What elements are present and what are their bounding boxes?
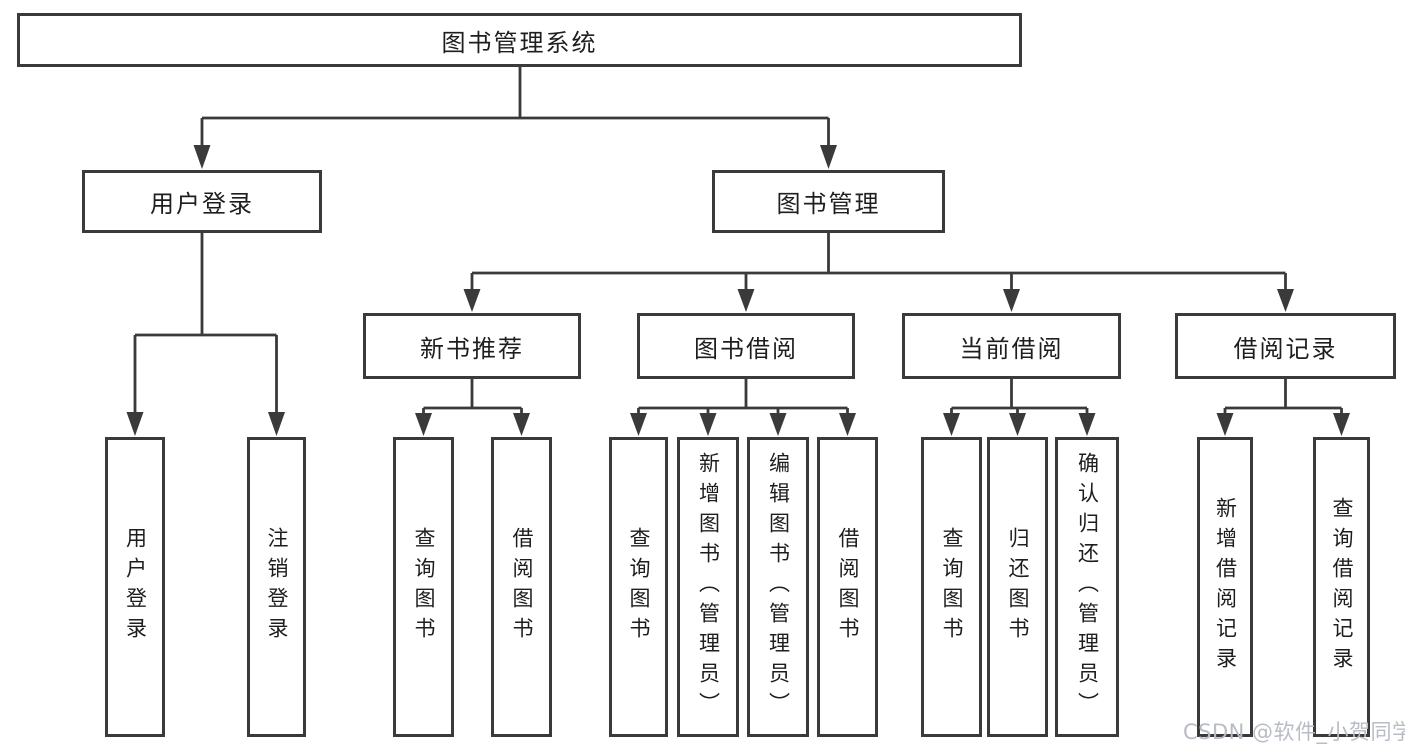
node-logout-label: 注销登录: [265, 527, 289, 647]
node-user-login: 用户登录: [82, 170, 322, 233]
node-library-system: 图书管理系统: [17, 13, 1022, 67]
node-new-book-recommend: 新书推荐: [363, 313, 581, 379]
node-cb-query-books-label: 查询图书: [940, 527, 964, 647]
node-borrowing-records-label: 借阅记录: [1233, 334, 1338, 363]
node-borrowing-records: 借阅记录: [1175, 313, 1396, 379]
csdn-watermark: CSDN @软件_小贺同学: [1183, 720, 1405, 744]
node-nb-query-books-label: 查询图书: [412, 527, 436, 647]
node-br-add-record: 新增借阅记录: [1197, 437, 1253, 737]
node-nb-borrow-books-label: 借阅图书: [510, 527, 534, 647]
node-br-query-record-label: 查询借阅记录: [1330, 497, 1354, 677]
node-book-management-label: 图书管理: [776, 190, 881, 218]
node-cb-confirm-return: 确认归还（管理员）: [1055, 437, 1119, 737]
node-cb-query-books: 查询图书: [921, 437, 982, 737]
node-bb-query-books-label: 查询图书: [627, 527, 651, 647]
node-nb-query-books: 查询图书: [393, 437, 454, 737]
node-nb-borrow-books: 借阅图书: [491, 437, 552, 737]
node-user-login-leaf: 用户登录: [105, 437, 165, 737]
node-bb-query-books: 查询图书: [609, 437, 668, 737]
node-bb-edit-books: 编辑图书（管理员）: [747, 437, 809, 737]
node-book-borrowing: 图书借阅: [637, 313, 855, 379]
node-cb-confirm-return-label: 确认归还（管理员）: [1075, 452, 1100, 722]
node-book-borrowing-label: 图书借阅: [694, 334, 798, 363]
node-br-add-record-label: 新增借阅记录: [1213, 497, 1238, 677]
node-current-borrowing: 当前借阅: [902, 313, 1121, 379]
node-current-borrowing-label: 当前借阅: [959, 334, 1064, 363]
node-bb-borrow-books: 借阅图书: [817, 437, 878, 737]
node-cb-return-books-label: 归还图书: [1006, 527, 1030, 647]
node-bb-add-books-label: 新增图书（管理员）: [696, 452, 721, 722]
node-bb-borrow-books-label: 借阅图书: [836, 527, 860, 647]
node-bb-add-books: 新增图书（管理员）: [677, 437, 739, 737]
node-br-query-record: 查询借阅记录: [1313, 437, 1370, 737]
node-new-book-recommend-label: 新书推荐: [420, 334, 524, 363]
node-library-system-label: 图书管理系统: [441, 28, 598, 57]
node-cb-return-books: 归还图书: [987, 437, 1048, 737]
node-logout: 注销登录: [247, 437, 306, 737]
node-bb-edit-books-label: 编辑图书（管理员）: [766, 452, 791, 722]
node-user-login-leaf-label: 用户登录: [123, 527, 148, 647]
node-book-management: 图书管理: [712, 170, 945, 233]
node-user-login-label: 用户登录: [150, 190, 254, 218]
